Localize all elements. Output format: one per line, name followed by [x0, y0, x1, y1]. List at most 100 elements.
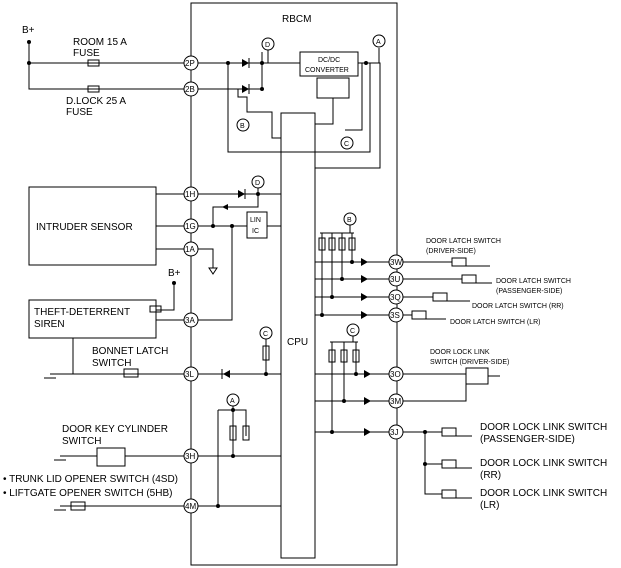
lock-link-rr-switch [441, 459, 457, 469]
lock-link-lr-switch [441, 489, 457, 499]
junction-3a [230, 224, 234, 228]
lock-link-passenger-label-2: (PASSENGER-SIDE) [480, 434, 575, 445]
pin-3q: 3Q [388, 289, 404, 305]
ref-a-top [372, 34, 386, 48]
resistor-latch-4 [348, 237, 356, 251]
bplus-label-top: B+ [22, 25, 35, 36]
latch-passenger-label-1: DOOR LATCH SWITCH [496, 278, 571, 285]
latch-driver-label-2: (DRIVER-SIDE) [426, 248, 476, 255]
key-cyl-switch-symbol [96, 447, 126, 467]
lin-ic-box [246, 211, 268, 239]
svg-text:3M: 3M [390, 397, 401, 406]
junction-3u [340, 277, 344, 281]
dcdc-converter-box [299, 51, 359, 77]
pin-3l: 3L [183, 366, 199, 382]
diode-3l [223, 370, 230, 378]
junction-3j-ext-2 [423, 462, 427, 466]
wire-a-4m [218, 409, 247, 436]
diode-1h [238, 190, 245, 198]
diode-3o [364, 370, 371, 378]
latch-lr-label: DOOR LATCH SWITCH (LR) [450, 319, 540, 326]
ref-b-mid-text: B [347, 217, 352, 224]
svg-text:3L: 3L [185, 370, 194, 379]
diode-2p [242, 59, 249, 67]
pin-2b: 2B [183, 81, 199, 97]
ref-d-mid [251, 175, 265, 189]
svg-text:1A: 1A [185, 245, 195, 254]
junction-1g [211, 224, 215, 228]
dcdc-label-2: CONVERTER [305, 67, 349, 74]
pin-3w: 3W [388, 254, 404, 270]
junction-3w [350, 260, 354, 264]
fuse-dlock-label-2: FUSE [66, 107, 93, 118]
latch-driver-switch [451, 257, 467, 267]
pin-1g: 1G [183, 218, 199, 234]
pin-3m: 3M [388, 393, 404, 409]
cpu-label: CPU [287, 337, 308, 348]
ref-b-top [236, 118, 250, 132]
intruder-sensor-label: INTRUDER SENSOR [36, 222, 133, 233]
ref-d-top-text: D [265, 42, 270, 49]
svg-text:3S: 3S [390, 311, 400, 320]
fuse-room-label-1: ROOM 15 A [73, 37, 127, 48]
lock-link-lr-label-1: DOOR LOCK LINK SWITCH [480, 488, 607, 499]
svg-text:1H: 1H [185, 190, 195, 199]
wire-1a-int [198, 248, 214, 268]
resistor-lock-1 [328, 349, 336, 363]
ref-c-top [340, 136, 354, 150]
ref-d-top [261, 37, 275, 51]
ic-label: IC [252, 228, 259, 235]
latch-driver-label-1: DOOR LATCH SWITCH [426, 238, 501, 245]
pin-1h: 1H [183, 186, 199, 202]
siren-label-2: SIREN [34, 319, 65, 330]
svg-text:3O: 3O [390, 370, 401, 379]
ref-b-top-text: B [240, 123, 245, 130]
wire-3j-branch [424, 432, 442, 495]
ground-1a [208, 267, 218, 275]
fuse-room-symbol [87, 59, 100, 67]
junction-3j [330, 430, 334, 434]
junction-3j-ext-1 [423, 430, 427, 434]
ref-c-top-text: C [344, 141, 349, 148]
bplus-junction [27, 61, 31, 65]
ref-d-mid-text: D [255, 180, 260, 187]
wire-2p-loop [227, 63, 371, 153]
ref-a-mid-text: A [230, 398, 235, 405]
lock-link-driver-switch [465, 367, 489, 385]
lock-link-driver-label-1: DOOR LOCK LINK [430, 349, 490, 356]
junction-3q [330, 295, 334, 299]
lock-link-lr-label-2: (LR) [480, 500, 499, 511]
svg-text:3H: 3H [185, 452, 195, 461]
svg-text:3Q: 3Q [390, 293, 401, 302]
lock-link-passenger-switch [441, 427, 457, 437]
bonnet-label-1: BONNET LATCH [92, 346, 168, 357]
rbcm-label: RBCM [282, 14, 311, 25]
key-cyl-label-1: DOOR KEY CYLINDER [62, 424, 168, 435]
bplus-label-siren: B+ [168, 268, 181, 279]
siren-box [28, 299, 157, 339]
diode-3s [361, 311, 368, 319]
trunk-lid-label: • TRUNK LID OPENER SWITCH (4SD) [3, 474, 178, 485]
bonnet-switch-symbol [123, 368, 139, 378]
resistor-a-2 [242, 425, 250, 441]
junction-a [231, 408, 235, 412]
wire-3m-ext [403, 384, 467, 402]
resistor-latch-1 [318, 237, 326, 251]
pin-4m: 4M [183, 498, 199, 514]
ref-a-mid [226, 393, 240, 407]
junction-3o [354, 372, 358, 376]
rbcm-box [190, 2, 398, 566]
diode-3u [361, 275, 368, 283]
diode-3m [364, 397, 371, 405]
svg-text:3J: 3J [390, 428, 398, 437]
lock-link-passenger-label-1: DOOR LOCK LINK SWITCH [480, 422, 607, 433]
junction-3m [342, 399, 346, 403]
ref-c-mid [259, 326, 273, 340]
lock-link-rr-label-2: (RR) [480, 470, 501, 481]
diode-3w [361, 258, 368, 266]
wire-c-transistor [315, 98, 334, 125]
resistor-latch-3 [338, 237, 346, 251]
liftgate-switch-symbol [70, 501, 86, 511]
bonnet-label-2: SWITCH [92, 358, 131, 369]
cpu-box [280, 112, 316, 559]
